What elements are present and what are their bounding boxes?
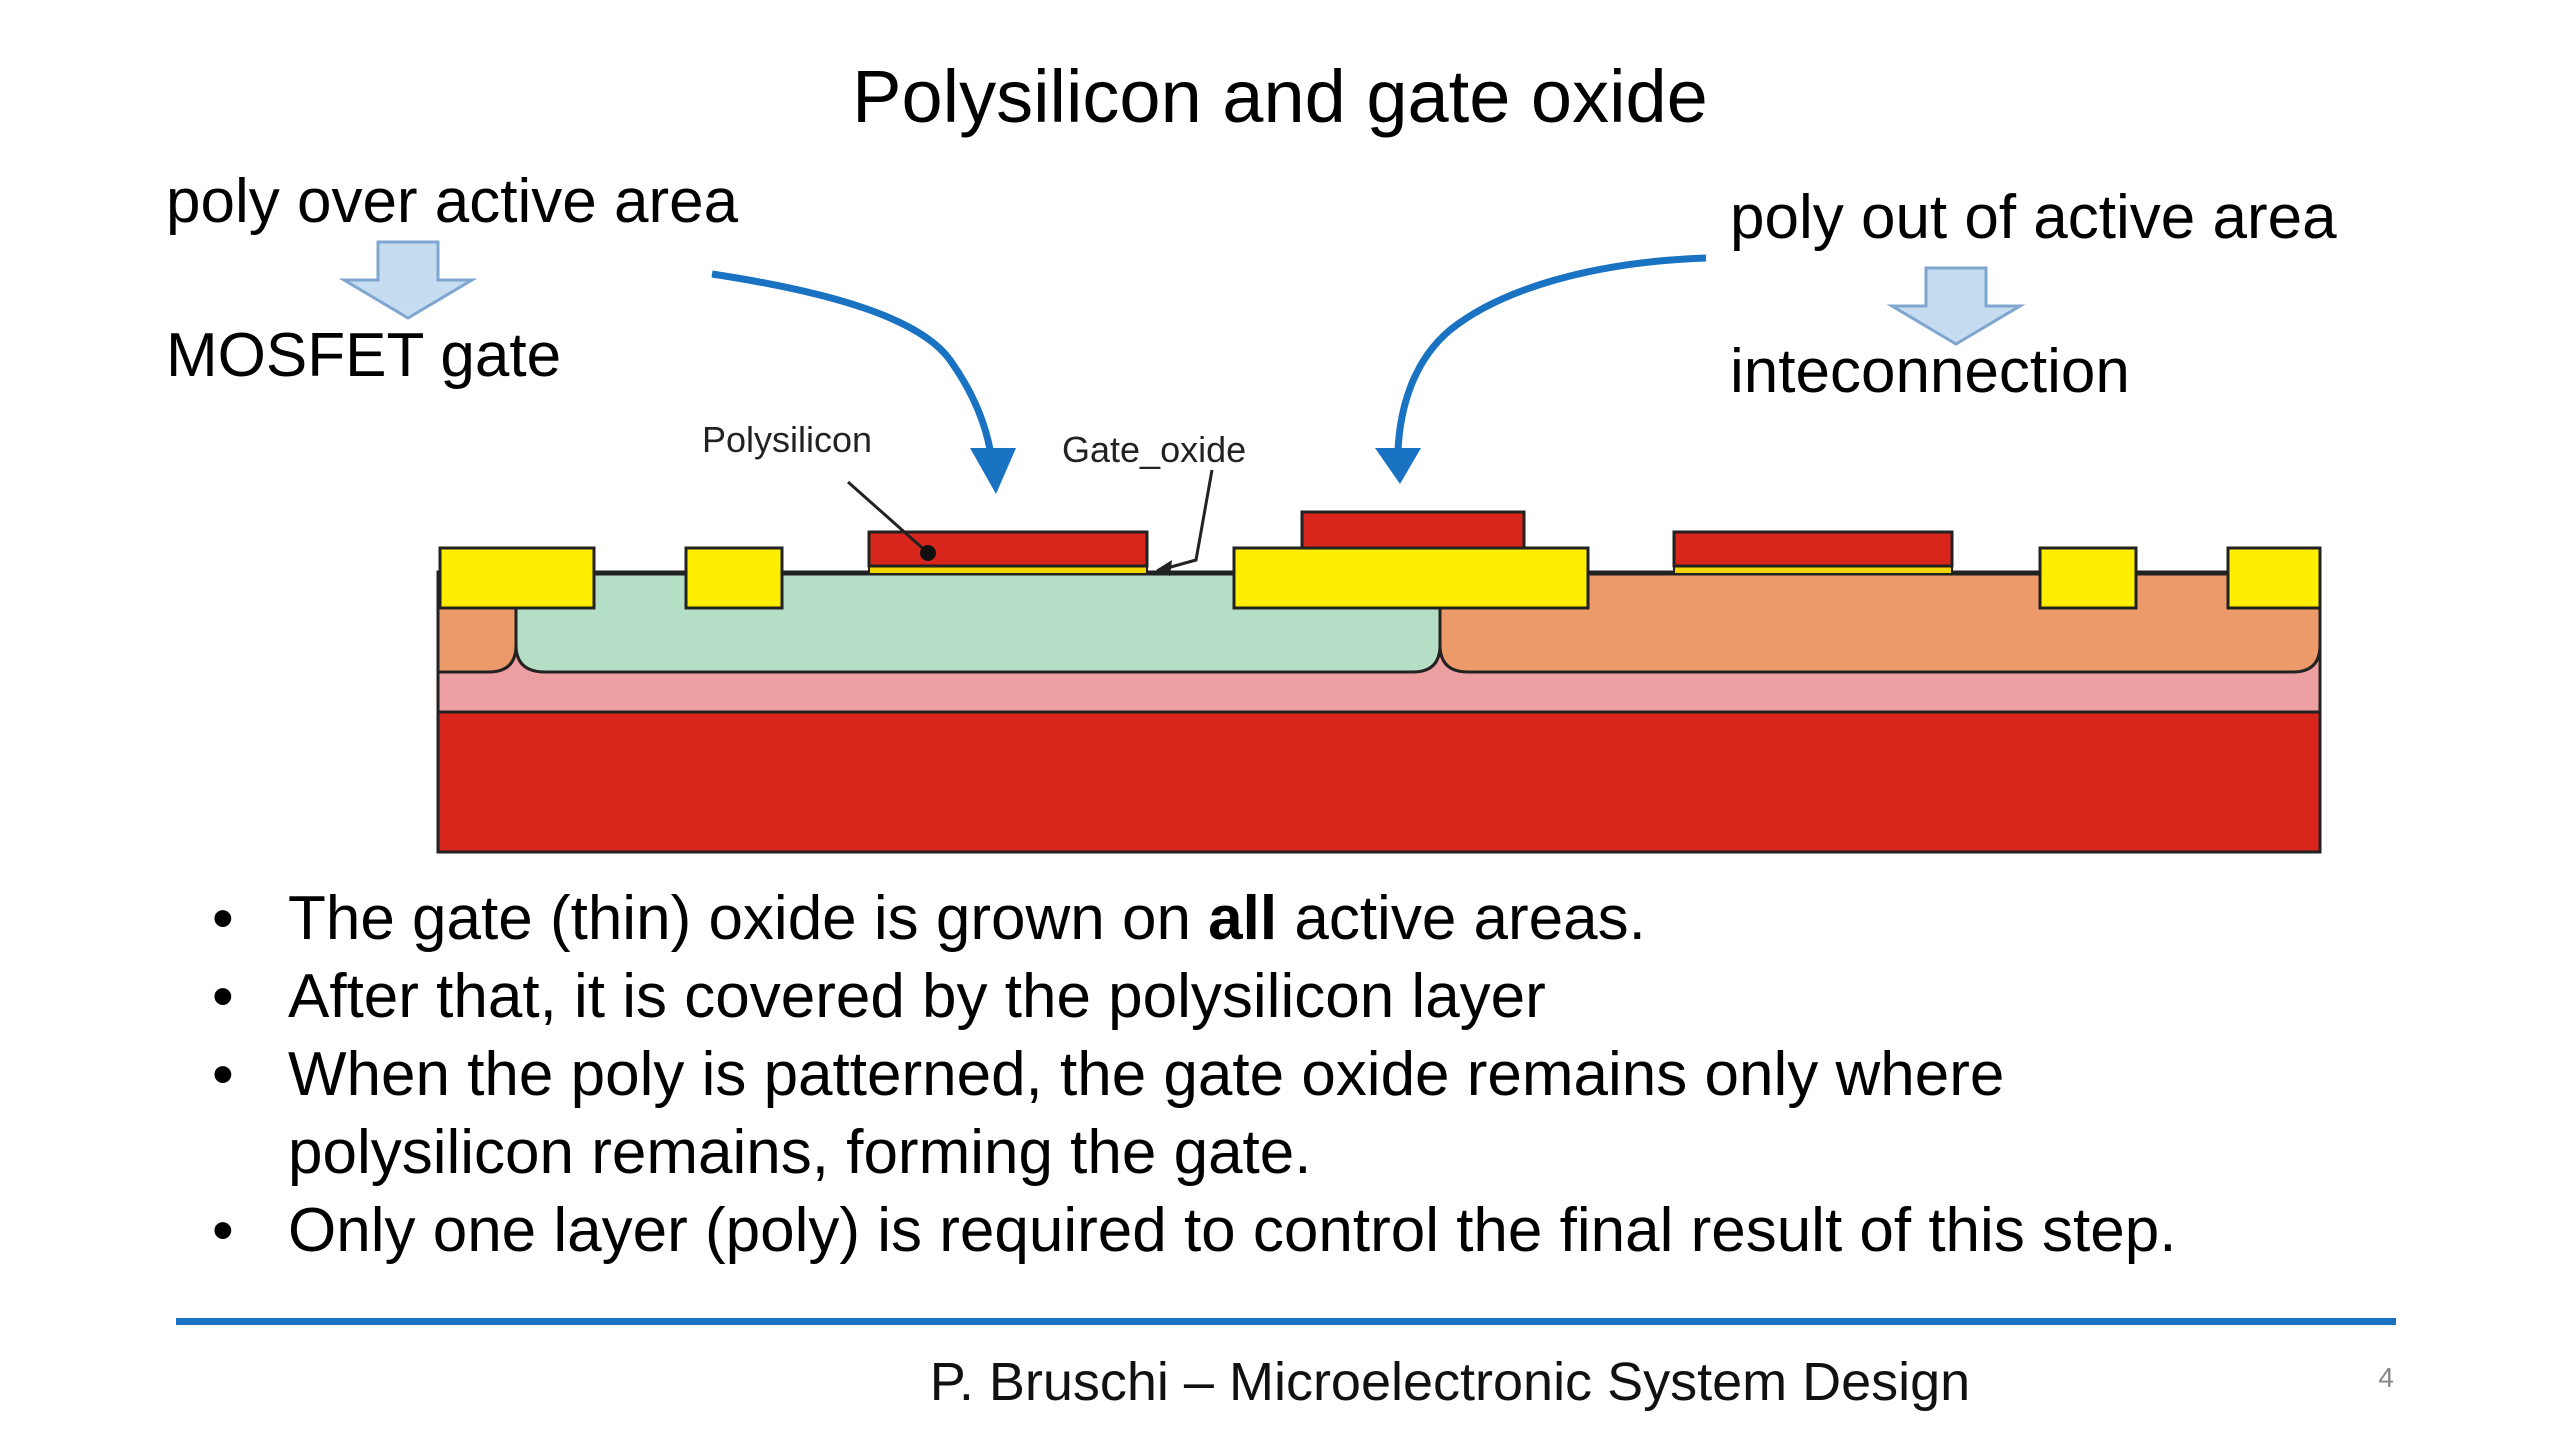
label-poly-out-of-active-area: poly out of active area (1730, 183, 2337, 252)
slide-title: Polysilicon and gate oxide (852, 55, 1708, 138)
bullet-marker: • (212, 1196, 234, 1265)
bullet-text: After that, it is covered by the polysil… (288, 962, 1546, 1031)
list-item: • After that, it is covered by the polys… (200, 958, 2400, 1036)
bullet-bold-text: all (1208, 884, 1278, 953)
list-item: • Only one layer (poly) is required to c… (200, 1192, 2400, 1270)
bullet-text: Only one layer (poly) is required to con… (288, 1196, 2177, 1265)
substrate-layer (436, 708, 2322, 854)
polysilicon-gate (1672, 530, 1954, 568)
bullet-list: • The gate (thin) oxide is grown on all … (200, 880, 2400, 1270)
polysilicon-interconnect (1300, 510, 1526, 550)
field-oxide-block (2226, 546, 2322, 610)
polysilicon-label: Polysilicon (702, 419, 872, 460)
bullet-text: When the poly is patterned, the gate oxi… (288, 1040, 2005, 1109)
label-poly-over-active-area: poly over active area (166, 167, 739, 236)
curved-arrow-to-interconnect-icon (1394, 254, 1707, 451)
bullet-text: polysilicon remains, forming the gate. (288, 1118, 1312, 1187)
field-oxide-block (684, 546, 784, 610)
field-oxide-block (2038, 546, 2138, 610)
footer-divider (176, 1318, 2396, 1325)
curved-arrow-to-gate-icon (711, 270, 996, 463)
bullet-text: The gate (thin) oxide is grown on (288, 884, 1209, 953)
polysilicon-leader-dot (920, 545, 936, 561)
polysilicon-leader-line (847, 480, 929, 555)
bullet-marker: • (212, 1040, 234, 1109)
footer-text: P. Bruschi – Microelectronic System Desi… (929, 1352, 1971, 1412)
label-mosfet-gate: MOSFET gate (166, 321, 562, 390)
bullet-marker: • (212, 962, 234, 1031)
gate-oxide-label: Gate_oxide (1062, 429, 1246, 470)
gate-oxide-leader-line (1159, 469, 1214, 572)
block-arrow-down-icon (338, 240, 478, 320)
field-oxide-block (438, 546, 596, 610)
label-interconnection: inteconnection (1730, 337, 2130, 406)
bullet-marker: • (212, 884, 234, 953)
page-number: 4 (2378, 1362, 2394, 1393)
list-item-continuation: polysilicon remains, forming the gate. (200, 1114, 2400, 1192)
list-item: • When the poly is patterned, the gate o… (200, 1036, 2400, 1114)
bullet-text: active areas. (1277, 884, 1646, 953)
field-oxide-block (1232, 546, 1590, 610)
curved-arrow-to-gate-head (970, 448, 1016, 494)
gate-oxide-leader-head (1156, 560, 1172, 576)
list-item: • The gate (thin) oxide is grown on all … (200, 880, 2400, 958)
polysilicon-gate (867, 530, 1149, 568)
block-arrow-down-icon (1886, 266, 2026, 346)
curved-arrow-to-interconnect-head (1375, 448, 1421, 484)
